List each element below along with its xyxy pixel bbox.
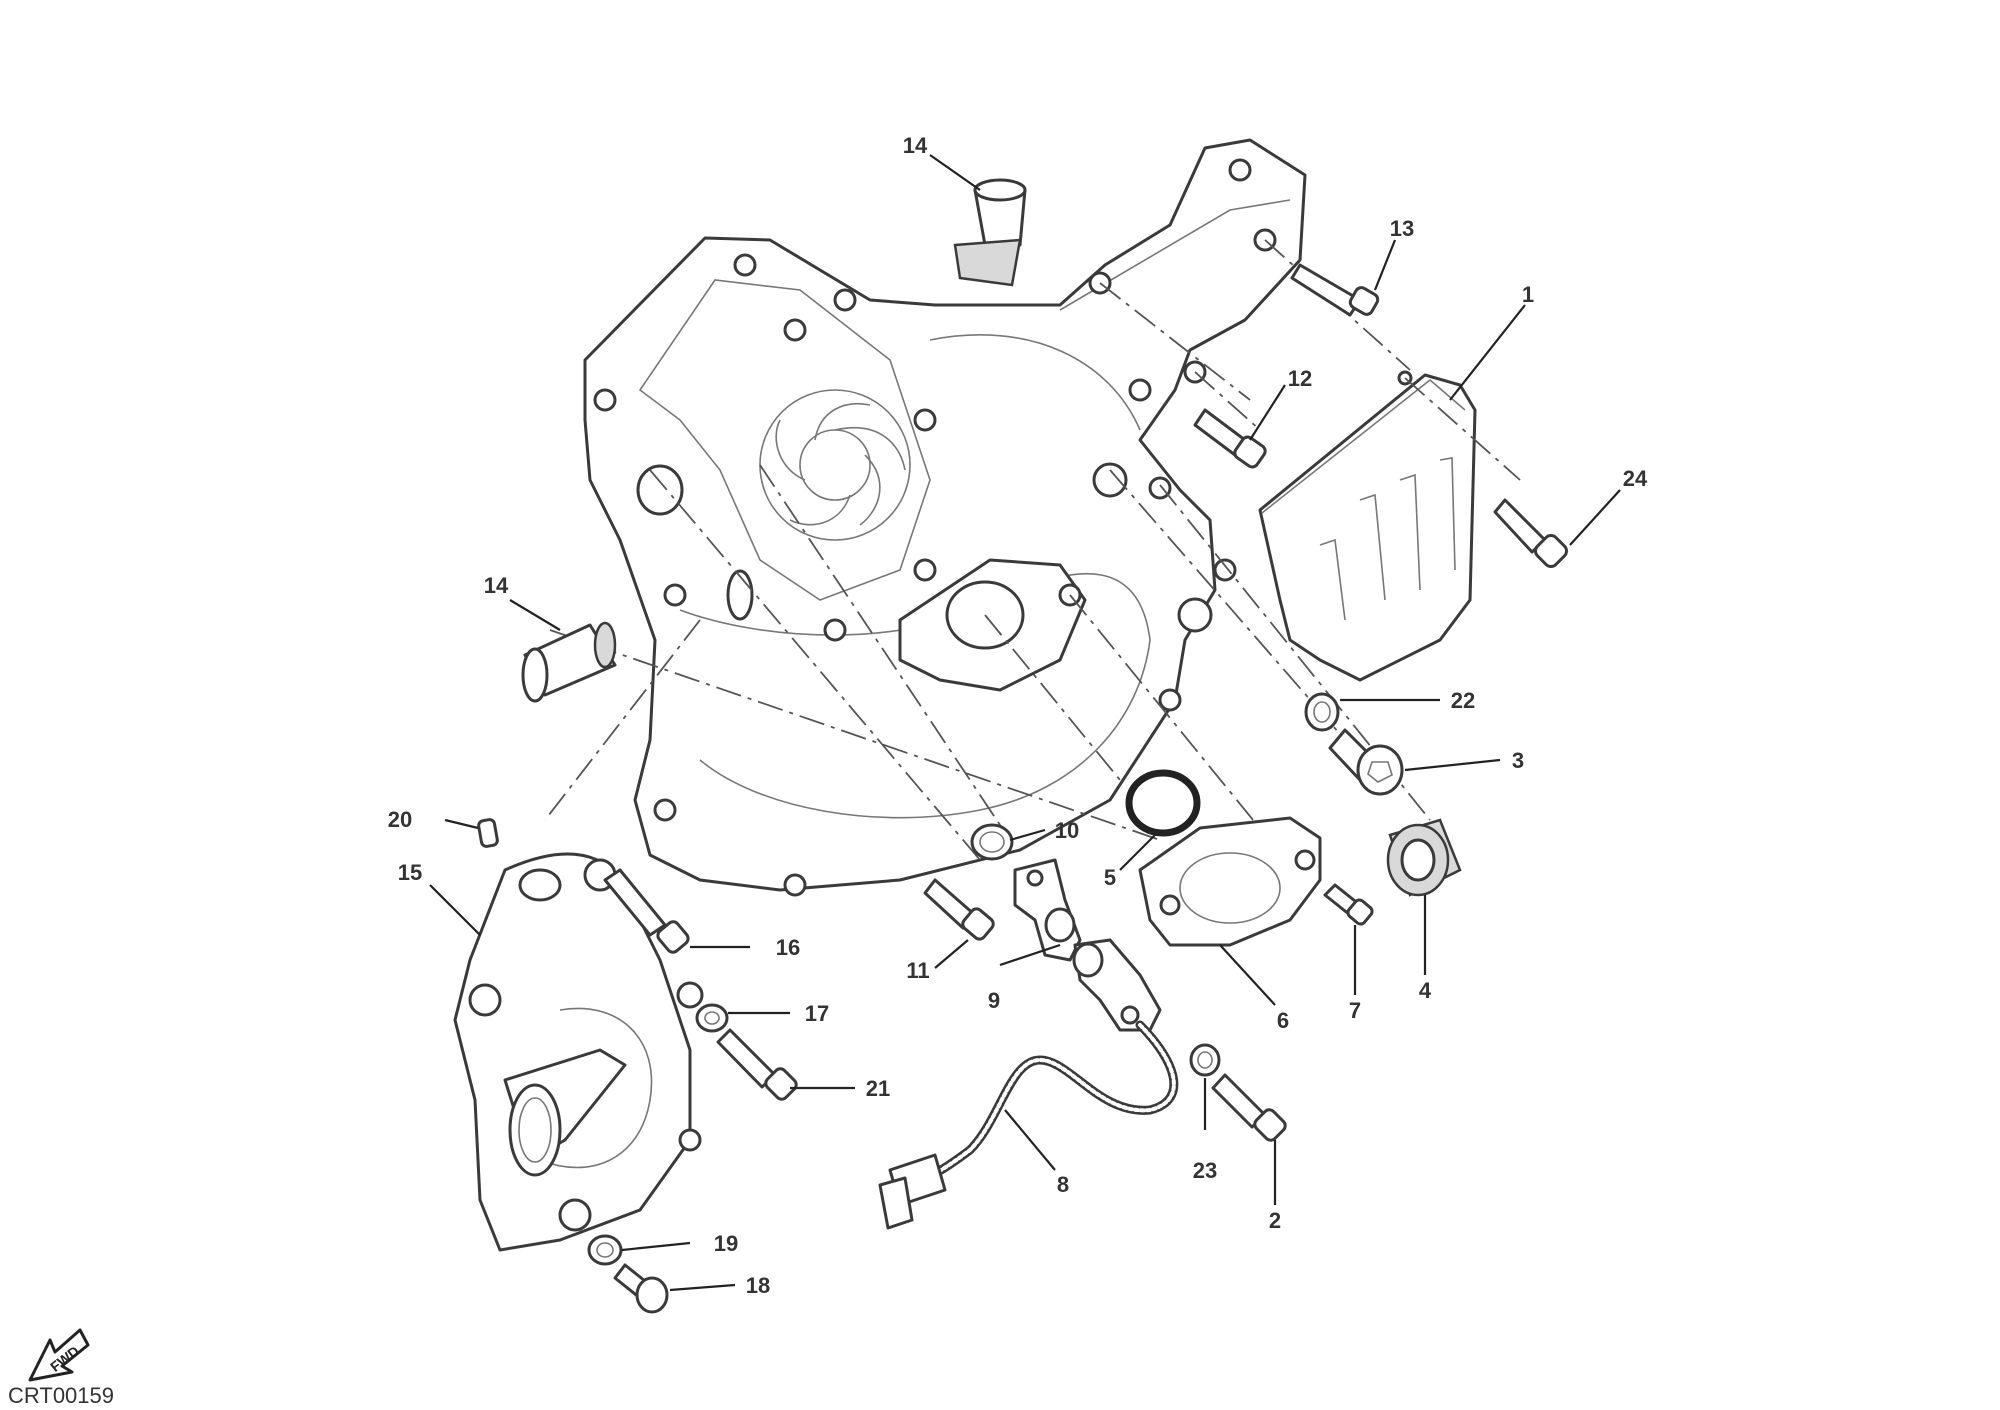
callout-labels: 1 2 3 4 5 6 7 8 9 10 11 12 13 14 14 15 1… bbox=[388, 133, 1648, 1298]
bolt-18 bbox=[613, 1263, 669, 1314]
bolt-21 bbox=[716, 1028, 798, 1101]
bolt-13 bbox=[1290, 263, 1380, 317]
callout-10: 10 bbox=[1055, 818, 1079, 843]
callout-8: 8 bbox=[1057, 1172, 1069, 1197]
rubber-cap-4 bbox=[1386, 818, 1462, 897]
drain-plug-3 bbox=[1328, 728, 1404, 796]
circlip-10 bbox=[970, 823, 1014, 861]
callout-6: 6 bbox=[1277, 1008, 1289, 1033]
callout-22: 22 bbox=[1451, 688, 1475, 713]
hose-nipple-upper bbox=[953, 178, 1027, 287]
speed-sensor-8 bbox=[878, 938, 1179, 1230]
callout-5: 5 bbox=[1104, 865, 1116, 890]
cover-bolt-holes bbox=[593, 158, 1277, 897]
sprocket-guard bbox=[1258, 370, 1477, 682]
callout-1: 1 bbox=[1522, 282, 1534, 307]
callout-2: 2 bbox=[1269, 1208, 1281, 1233]
callout-leaders bbox=[429, 154, 1621, 1292]
bolt-24 bbox=[1493, 498, 1568, 568]
callout-18: 18 bbox=[746, 1273, 770, 1298]
callout-3: 3 bbox=[1512, 748, 1524, 773]
callout-12: 12 bbox=[1288, 366, 1312, 391]
o-ring-5 bbox=[1125, 769, 1201, 837]
bolt-11 bbox=[923, 878, 995, 941]
callout-14-lower: 14 bbox=[484, 573, 509, 598]
drawing-reference-code: CRT00159 bbox=[8, 1383, 114, 1408]
engine-side-cover bbox=[583, 138, 1307, 897]
callout-9: 9 bbox=[988, 988, 1000, 1013]
sensor-bracket-9 bbox=[1013, 858, 1082, 962]
bolt-7 bbox=[1323, 883, 1374, 926]
callout-7: 7 bbox=[1349, 998, 1361, 1023]
callout-13: 13 bbox=[1390, 216, 1414, 241]
dowel-pin-20 bbox=[477, 818, 499, 848]
washer-22 bbox=[1304, 692, 1340, 732]
callout-11: 11 bbox=[906, 958, 929, 983]
callout-14-upper: 14 bbox=[903, 133, 928, 158]
callout-16: 16 bbox=[776, 935, 800, 960]
washer-17 bbox=[695, 1003, 729, 1033]
callout-21: 21 bbox=[866, 1076, 890, 1101]
callout-4: 4 bbox=[1419, 978, 1432, 1003]
washer-23 bbox=[1189, 1043, 1221, 1077]
forward-direction-arrow-icon: FWD bbox=[28, 1328, 90, 1382]
bolt-12 bbox=[1193, 408, 1267, 469]
bolt-2 bbox=[1211, 1073, 1287, 1142]
callout-17: 17 bbox=[805, 1001, 829, 1026]
callout-20: 20 bbox=[388, 807, 412, 832]
callout-23: 23 bbox=[1193, 1158, 1217, 1183]
cover-plate-6 bbox=[1138, 816, 1322, 947]
bolt-16 bbox=[603, 868, 690, 954]
fittings-and-fasteners bbox=[477, 178, 1568, 1314]
impeller bbox=[759, 389, 911, 541]
water-pump-cover bbox=[453, 852, 704, 1252]
washer-19 bbox=[587, 1234, 623, 1266]
callout-19: 19 bbox=[714, 1231, 738, 1256]
callout-15: 15 bbox=[398, 860, 422, 885]
hose-nipple-lower bbox=[521, 621, 617, 703]
callout-24: 24 bbox=[1623, 466, 1648, 491]
